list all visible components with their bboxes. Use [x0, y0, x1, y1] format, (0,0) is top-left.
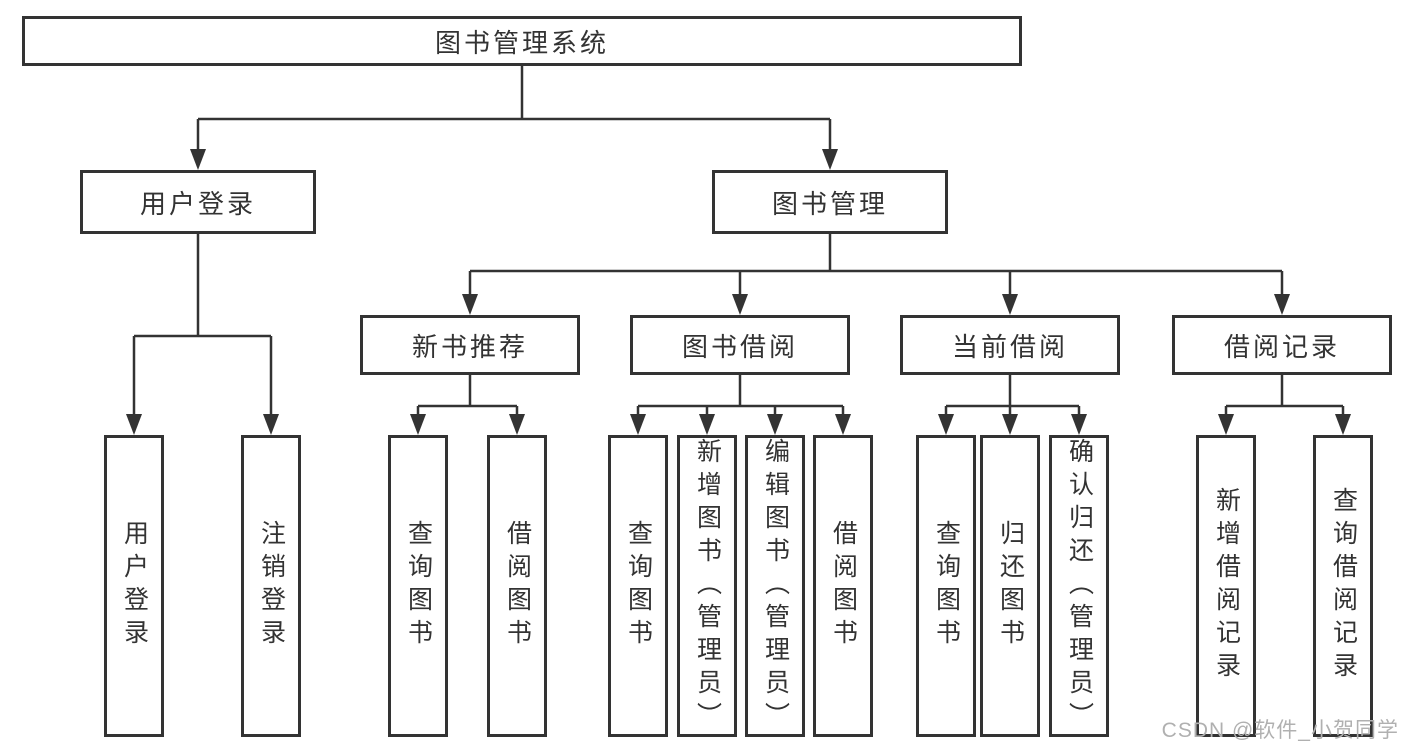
leaf-logout: 注销登录	[241, 435, 301, 737]
leaf-confirm-return-admin: 确认归还（管理员）	[1049, 435, 1109, 737]
leaf-label: 注销登录	[257, 520, 286, 652]
arrowhead-icon	[938, 414, 954, 435]
leaf-edit-book-admin: 编辑图书（管理员）	[745, 435, 805, 737]
arrowhead-icon	[263, 414, 279, 435]
leaf-label: 查询图书	[404, 520, 433, 652]
leaf-query-books-recommend: 查询图书	[388, 435, 448, 737]
leaf-add-book-admin: 新增图书（管理员）	[677, 435, 737, 737]
arrowhead-icon	[1335, 414, 1351, 435]
arrowhead-icon	[509, 414, 525, 435]
arrowhead-icon	[699, 414, 715, 435]
node-label: 图书管理	[771, 188, 888, 219]
arrowhead-icon	[732, 294, 748, 315]
node-user-login: 用户登录	[80, 170, 316, 234]
leaf-query-borrow-record: 查询借阅记录	[1313, 435, 1373, 737]
arrowhead-icon	[822, 149, 838, 170]
arrowhead-icon	[630, 414, 646, 435]
node-current-borrow: 当前借阅	[900, 315, 1120, 375]
arrowhead-icon	[126, 414, 142, 435]
leaf-borrow-books: 借阅图书	[813, 435, 873, 737]
leaf-label: 确认归还（管理员）	[1065, 437, 1094, 735]
arrowhead-icon	[1002, 294, 1018, 315]
leaf-borrow-books-recommend: 借阅图书	[487, 435, 547, 737]
leaf-label: 借阅图书	[829, 520, 858, 652]
arrowhead-icon	[767, 414, 783, 435]
connector-root-to-level2	[196, 66, 832, 150]
arrowhead-icon	[1071, 414, 1087, 435]
connector-user-login-to-leaves	[132, 234, 273, 416]
leaf-label: 新增借阅记录	[1212, 487, 1241, 685]
arrowhead-icon	[462, 294, 478, 315]
connector-book-management-to-level3	[468, 234, 1284, 296]
node-book-management: 图书管理	[712, 170, 948, 234]
node-label: 用户登录	[139, 188, 256, 219]
leaf-label: 新增图书（管理员）	[693, 437, 722, 735]
leaf-return-books: 归还图书	[980, 435, 1040, 737]
node-label: 图书管理系统	[434, 27, 609, 58]
node-borrow-records: 借阅记录	[1172, 315, 1392, 375]
leaf-label: 编辑图书（管理员）	[761, 437, 790, 735]
connector-current-borrow-to-leaves	[944, 375, 1081, 416]
arrowhead-group	[126, 149, 1351, 435]
leaf-user-login: 用户登录	[104, 435, 164, 737]
leaf-label: 借阅图书	[503, 520, 532, 652]
leaf-label: 查询图书	[932, 520, 961, 652]
arrowhead-icon	[1274, 294, 1290, 315]
arrowhead-icon	[1002, 414, 1018, 435]
node-label: 图书借阅	[681, 331, 798, 362]
connector-new-book-to-leaves	[416, 375, 519, 416]
leaf-label: 归还图书	[996, 520, 1025, 652]
node-book-borrow: 图书借阅	[630, 315, 850, 375]
node-label: 借阅记录	[1223, 331, 1340, 362]
csdn-watermark: CSDN @软件_小贺同学	[1161, 719, 1399, 742]
connector-book-borrow-to-leaves	[636, 375, 845, 416]
node-label: 新书推荐	[411, 331, 528, 362]
arrowhead-icon	[410, 414, 426, 435]
arrowhead-icon	[835, 414, 851, 435]
leaf-add-borrow-record: 新增借阅记录	[1196, 435, 1256, 737]
arrowhead-icon	[190, 149, 206, 170]
leaf-label: 用户登录	[120, 520, 149, 652]
node-root-system: 图书管理系统	[22, 16, 1022, 66]
leaf-label: 查询图书	[624, 520, 653, 652]
connector-borrow-records-to-leaves	[1224, 375, 1345, 416]
leaf-label: 查询借阅记录	[1329, 487, 1358, 685]
node-label: 当前借阅	[951, 331, 1068, 362]
arrowhead-icon	[1218, 414, 1234, 435]
leaf-query-books-current: 查询图书	[916, 435, 976, 737]
leaf-query-books-borrow: 查询图书	[608, 435, 668, 737]
node-new-book-recommend: 新书推荐	[360, 315, 580, 375]
